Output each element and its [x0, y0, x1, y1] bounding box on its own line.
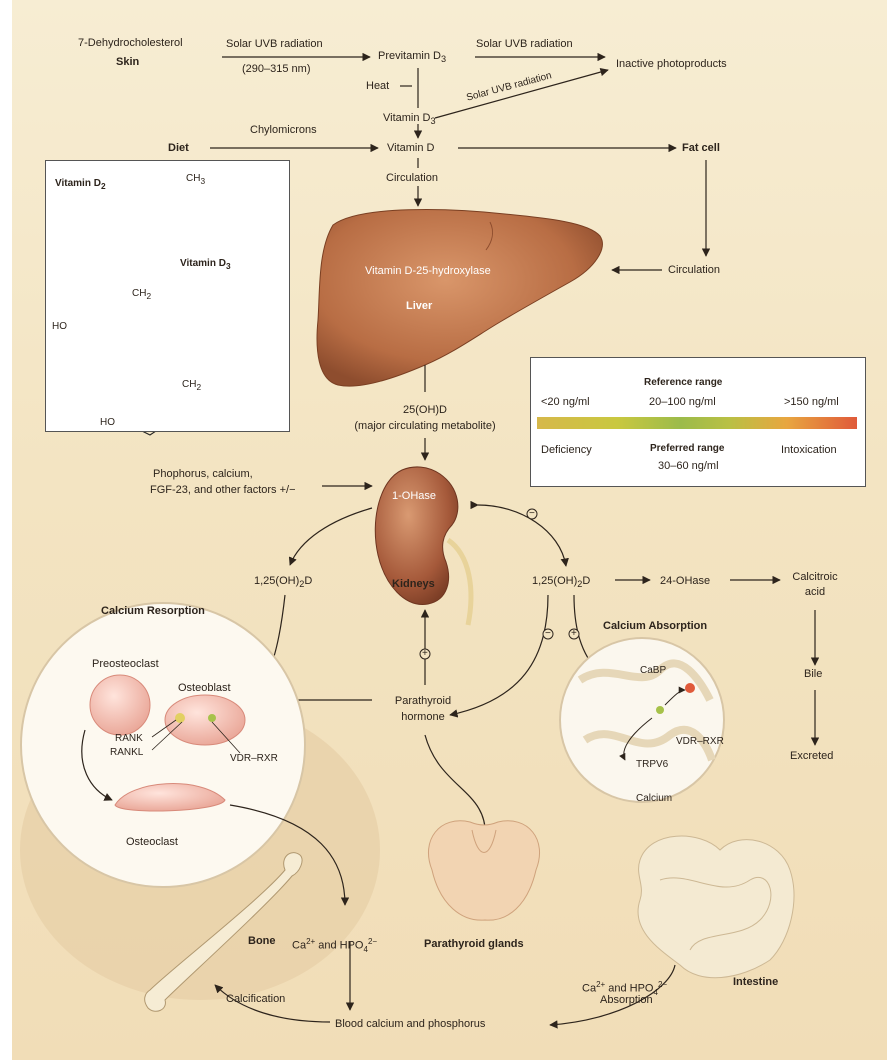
- rank-dot: [175, 713, 185, 723]
- minus-sign-1: −: [529, 507, 535, 520]
- parathyroid-glands-label: Parathyroid glands: [424, 938, 524, 951]
- calcitriol-left: 1,25(OH)2D: [254, 575, 312, 591]
- vitamin-d2-label: Vitamin D2: [55, 177, 106, 193]
- vitamin-d3-label: Vitamin D3: [383, 112, 436, 128]
- absorption-circle: [560, 638, 724, 802]
- enzyme-24-label: 24-OHase: [660, 575, 710, 588]
- bone-label: Bone: [248, 935, 276, 948]
- minus-sign-2: −: [545, 627, 551, 640]
- absorption-title: Calcium Absorption: [603, 620, 707, 633]
- blood-label: Blood calcium and phosphorus: [335, 1018, 485, 1031]
- calcitriol-right: 1,25(OH)2D: [532, 575, 590, 591]
- liver-label: Liver: [406, 300, 432, 313]
- factors-line-2: FGF-23, and other factors +/−: [150, 484, 296, 497]
- fat-cell-label: Fat cell: [682, 142, 720, 155]
- metabolite-note: (major circulating metabolite): [335, 420, 515, 433]
- uvb-label-1: Solar UVB radiation: [226, 38, 323, 51]
- circulation-label-2: Circulation: [668, 264, 720, 277]
- plus-sign-2: +: [422, 647, 428, 660]
- factors-line-1: Phophorus, calcium,: [153, 468, 253, 481]
- reference-range-label: Reference range: [644, 376, 722, 389]
- preferred-range-label: Preferred range: [650, 442, 724, 455]
- plus-sign-1: +: [571, 627, 577, 640]
- intestine-label: Intestine: [733, 976, 778, 989]
- metabolite-label: 25(OH)D: [388, 404, 462, 417]
- uvb-range: (290–315 nm): [242, 63, 311, 76]
- absorption-label: Absorption: [600, 994, 653, 1007]
- vdr-rxr-label-2: VDR–RXR: [676, 735, 724, 748]
- vitamin-d-label: Vitamin D: [387, 142, 434, 155]
- inactive-label: Inactive photoproducts: [616, 58, 727, 71]
- ureter: [448, 540, 471, 625]
- osteoblast-label: Osteoblast: [178, 682, 231, 695]
- ho-label-2: HO: [100, 416, 115, 429]
- preferred-range-value: 30–60 ng/ml: [658, 460, 719, 473]
- arrow-kidney-left: [290, 508, 372, 565]
- calcitroic-label-1: Calcitroic: [785, 571, 845, 584]
- bile-label: Bile: [804, 668, 822, 681]
- rank-label: RANK: [115, 732, 143, 745]
- cabp-dot: [685, 683, 695, 693]
- kidney-enzyme: 1-OHase: [392, 490, 436, 503]
- structure-panel: [45, 160, 290, 432]
- resorption-title: Calcium Resorption: [101, 605, 205, 618]
- intoxication-label: Intoxication: [781, 444, 837, 457]
- ch2-label-1: CH2: [132, 287, 151, 303]
- range-gradient-bar: [537, 417, 857, 429]
- intestine-shape: [638, 836, 794, 978]
- excreted-label: Excreted: [790, 750, 833, 763]
- diet-label: Diet: [168, 142, 189, 155]
- osteoclast-label: Osteoclast: [126, 836, 178, 849]
- vdr-dot-2: [656, 706, 664, 714]
- precursor-label: 7-Dehydrocholesterol: [78, 37, 183, 50]
- parathyroid-gland-shape: [428, 821, 539, 920]
- preosteoclast-cell: [90, 675, 150, 735]
- range-low: <20 ng/ml: [541, 396, 590, 409]
- vdr-rxr-label-1: VDR–RXR: [230, 752, 278, 765]
- kidney-label: Kidneys: [392, 578, 435, 591]
- ca-hpo4-label: Ca2+ and HPO42−: [292, 935, 377, 956]
- chylomicrons-label: Chylomicrons: [250, 124, 317, 137]
- skin-label: Skin: [116, 56, 139, 69]
- calcitroic-label-2: acid: [785, 586, 845, 599]
- range-high: >150 ng/ml: [784, 396, 839, 409]
- pth-label-2: hormone: [378, 711, 468, 724]
- previtamin-label: Previtamin D3: [378, 50, 446, 66]
- rankl-label: RANKL: [110, 746, 143, 759]
- range-reference: 20–100 ng/ml: [649, 396, 716, 409]
- vdr-dot: [208, 714, 216, 722]
- calcification-label: Calcification: [226, 993, 285, 1006]
- vitamin-d3-struct-label: Vitamin D3: [180, 257, 231, 273]
- cabp-label: CaBP: [640, 664, 666, 677]
- liver-enzyme: Vitamin D-25-hydroxylase: [365, 265, 491, 278]
- uvb-label-2: Solar UVB radiation: [476, 38, 573, 51]
- calcium-label: Calcium: [636, 792, 672, 805]
- ch3-label: CH3: [186, 172, 205, 188]
- ho-label-1: HO: [52, 320, 67, 333]
- arrow-kidney-right: [478, 505, 566, 566]
- pth-label-1: Parathyroid: [378, 695, 468, 708]
- preosteoclast-label: Preosteoclast: [92, 658, 159, 671]
- trpv6-label: TRPV6: [636, 758, 668, 771]
- deficiency-label: Deficiency: [541, 444, 592, 457]
- heat-label: Heat: [366, 80, 389, 93]
- circulation-label-1: Circulation: [386, 172, 438, 185]
- ch2-label-2: CH2: [182, 378, 201, 394]
